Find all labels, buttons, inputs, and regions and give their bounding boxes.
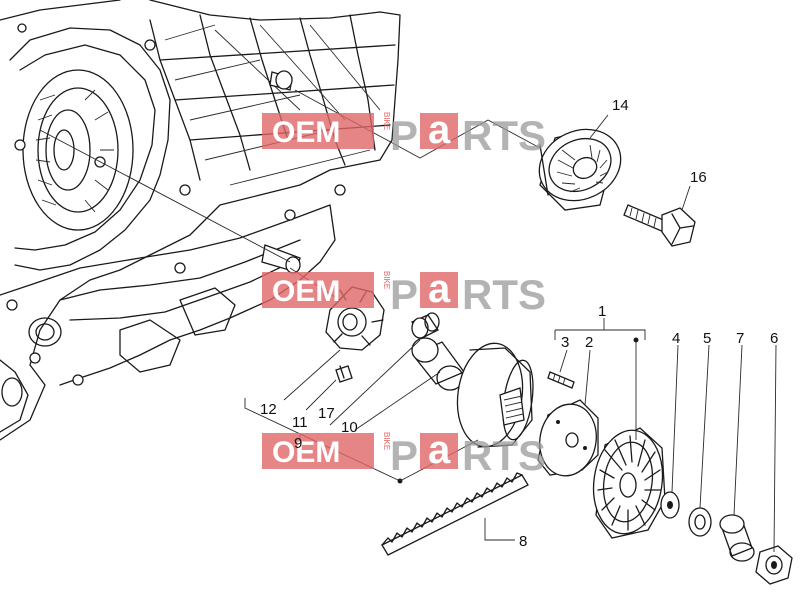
part-2-pulley-disc	[537, 399, 599, 477]
svg-text:P: P	[390, 112, 418, 159]
callout-16: 16	[690, 169, 707, 186]
part-11-slider	[335, 365, 353, 383]
part-7-spacer	[719, 514, 755, 562]
callout-10: 10	[341, 419, 358, 436]
callout-4: 4	[672, 330, 680, 347]
callout-5: 5	[703, 330, 711, 347]
svg-text:P: P	[390, 432, 418, 479]
svg-text:BIKE: BIKE	[382, 271, 391, 289]
svg-text:BIKE: BIKE	[382, 112, 391, 130]
svg-text:OEM: OEM	[272, 436, 340, 469]
part-4-washer	[660, 491, 680, 519]
fan-drive-face	[592, 427, 666, 539]
svg-text:RTS: RTS	[462, 271, 546, 318]
part-8-toothed-belt	[381, 472, 529, 556]
part-10-sleeve	[411, 337, 466, 391]
callout-3: 3	[561, 334, 569, 351]
crankcase-cover	[0, 0, 401, 441]
part-5-washer	[688, 507, 712, 537]
callout-14: 14	[612, 97, 629, 114]
callout-12: 12	[260, 401, 277, 418]
callout-7: 7	[736, 330, 744, 347]
part-16-bolt	[623, 204, 696, 247]
svg-text:a: a	[428, 428, 451, 472]
svg-text:a: a	[428, 108, 451, 152]
svg-text:OEM: OEM	[272, 275, 340, 308]
part-14-idler-pulley	[538, 128, 622, 211]
callout-9: 9	[294, 435, 302, 452]
watermark-bottom: OEM BIKE P a RTS	[262, 428, 546, 479]
watermark-middle: OEM BIKE P a RTS	[262, 267, 546, 318]
part-6-nut	[755, 545, 793, 585]
part-3-screw	[547, 371, 575, 389]
callout-1: 1	[598, 303, 606, 320]
svg-text:P: P	[390, 271, 418, 318]
watermark-top: OEM BIKE P a RTS	[262, 108, 546, 159]
svg-text:RTS: RTS	[462, 432, 546, 479]
part-17-bushing	[411, 312, 440, 339]
svg-text:a: a	[428, 267, 451, 311]
callout-2: 2	[585, 334, 593, 351]
callout-17: 17	[318, 405, 335, 422]
svg-text:BIKE: BIKE	[382, 432, 391, 450]
callout-6: 6	[770, 330, 778, 347]
callout-8: 8	[519, 533, 527, 550]
svg-text:OEM: OEM	[272, 116, 340, 149]
fixed-half-pulley	[456, 342, 534, 448]
svg-text:RTS: RTS	[462, 112, 546, 159]
callout-11: 11	[292, 414, 308, 431]
